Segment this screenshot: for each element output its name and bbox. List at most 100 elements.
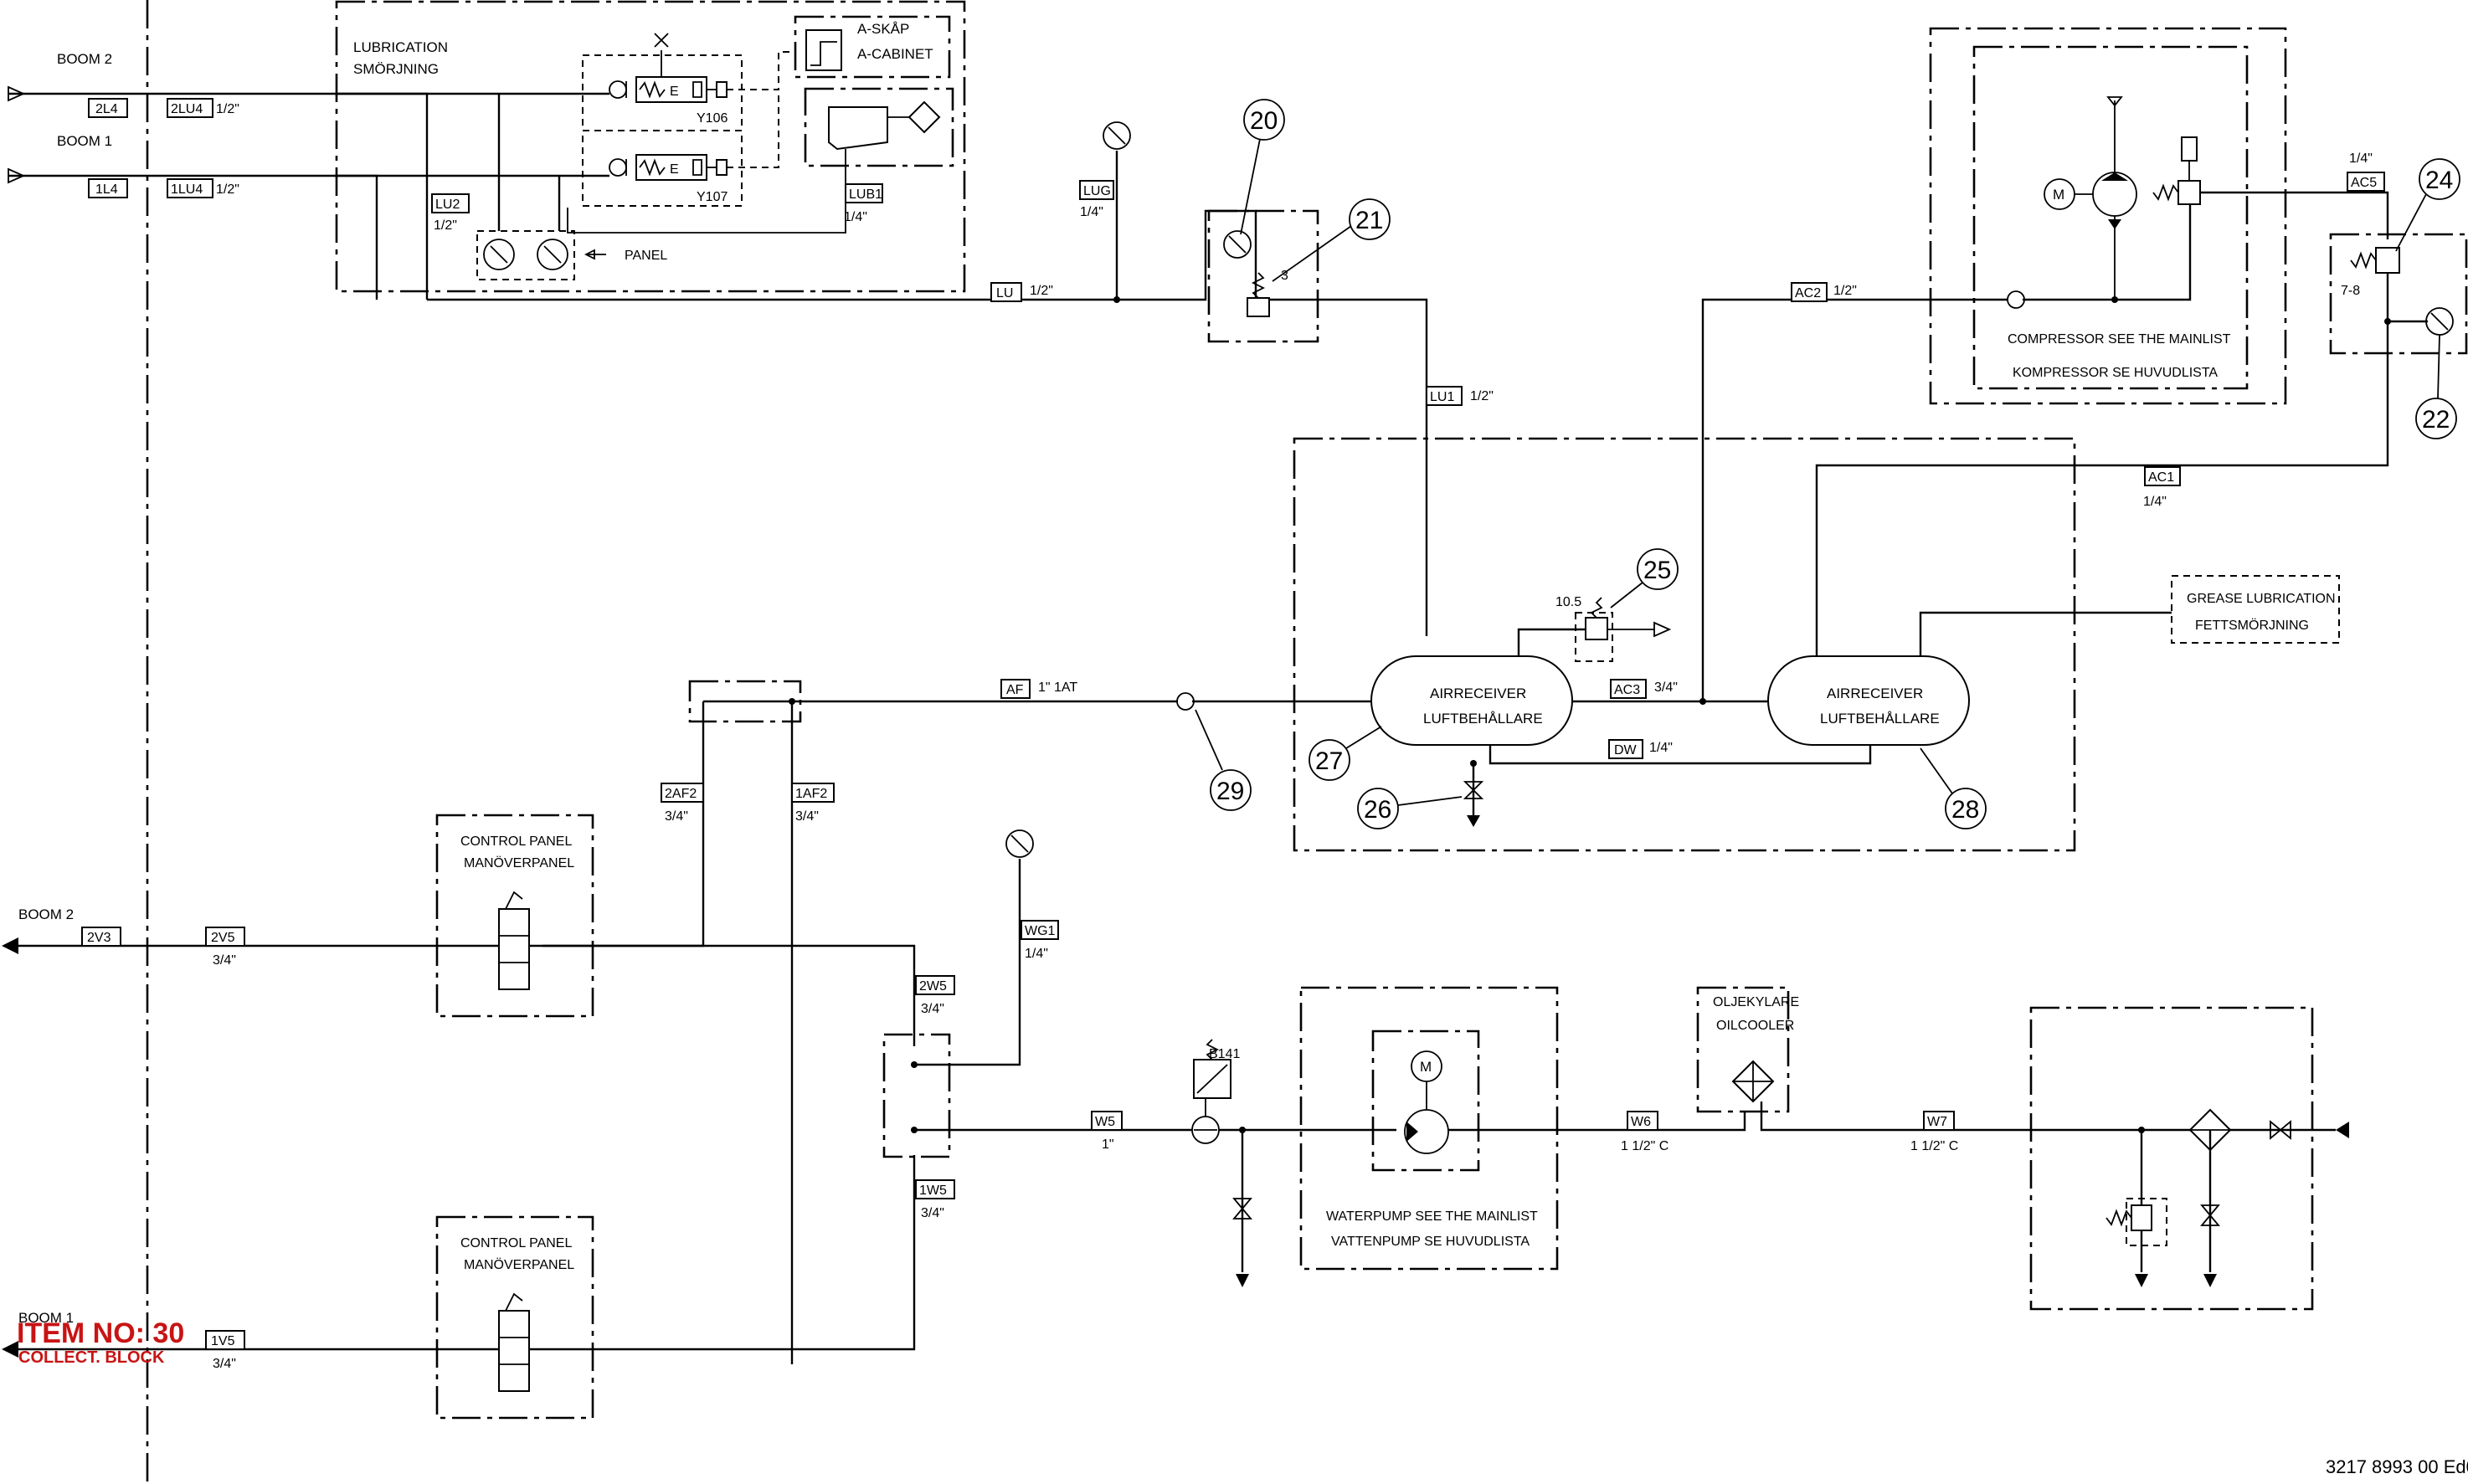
- cabinet-icon: [805, 29, 842, 71]
- gauge-icon: [1005, 829, 1034, 858]
- callout-22: [2415, 398, 2457, 439]
- svg-text:AIRRECEIVER: AIRRECEIVER: [1430, 686, 1526, 701]
- svg-text:KOMPRESSOR SE HUVUDLISTA: KOMPRESSOR SE HUVUDLISTA: [2013, 366, 2218, 380]
- svg-text:24: 24: [2425, 167, 2453, 194]
- tag-1v5: [205, 1330, 245, 1350]
- svg-text:21: 21: [1355, 207, 1383, 234]
- control-panel-bottom: [435, 1215, 594, 1420]
- callout-29: [1210, 769, 1252, 811]
- control-panel-top: [435, 814, 594, 1018]
- svg-text:1V5: 1V5: [211, 1334, 235, 1348]
- gauge-icon: [483, 239, 515, 270]
- svg-text:LU: LU: [996, 286, 1013, 300]
- svg-text:W5: W5: [1095, 1115, 1115, 1129]
- tag-lug: [1079, 180, 1114, 200]
- svg-text:1W5: 1W5: [919, 1184, 947, 1198]
- tag-w6: [1627, 1111, 1658, 1131]
- svg-text:AC5: AC5: [2351, 176, 2377, 190]
- drain-valve-icon: [1463, 781, 1484, 799]
- svg-text:GREASE LUBRICATION: GREASE LUBRICATION: [2187, 592, 2336, 606]
- solenoid-valve-y107: [635, 154, 707, 181]
- svg-text:1/2": 1/2": [1470, 389, 1494, 403]
- svg-text:COMPRESSOR SEE THE MAINLIST: COMPRESSOR SEE THE MAINLIST: [2008, 332, 2231, 347]
- a-cabinet-box: [794, 15, 951, 79]
- callout-25: [1637, 548, 1679, 590]
- svg-text:1/2": 1/2": [1833, 284, 1857, 298]
- svg-text:20: 20: [1250, 107, 1278, 135]
- svg-text:3/4": 3/4": [665, 809, 688, 824]
- svg-text:LU1: LU1: [1430, 390, 1454, 404]
- svg-text:E: E: [670, 162, 679, 177]
- drain-valve-icon: [1232, 1198, 1252, 1220]
- lube-tank-icon: [828, 106, 888, 151]
- gauge-icon: [1103, 121, 1131, 150]
- tag-2lu4: [167, 98, 213, 118]
- tag-2af2: [661, 783, 704, 803]
- boom1-label-bottom: BOOM 1: [18, 1310, 74, 1326]
- arrow-boom2-mid: [2, 937, 18, 954]
- svg-text:MANÖVERPANEL: MANÖVERPANEL: [464, 1257, 574, 1272]
- svg-text:1/4": 1/4": [1025, 947, 1048, 961]
- svg-text:29: 29: [1216, 778, 1244, 805]
- svg-text:1" 1AT: 1" 1AT: [1038, 680, 1077, 695]
- lubrication-title-sv: SMÖRJNING: [353, 61, 439, 77]
- svg-text:E: E: [670, 85, 679, 99]
- filter-icon: [908, 100, 941, 134]
- item-subtitle: COLLECT. BLOCK: [18, 1348, 165, 1367]
- svg-text:3/4": 3/4": [1654, 680, 1678, 695]
- tag-dw: [1608, 739, 1643, 759]
- svg-text:M: M: [2053, 187, 2064, 203]
- svg-text:3/4": 3/4": [921, 1206, 944, 1220]
- svg-text:1LU4: 1LU4: [171, 182, 203, 197]
- svg-text:28: 28: [1951, 796, 1979, 824]
- svg-text:DW: DW: [1614, 743, 1638, 757]
- tag-2v5: [205, 927, 245, 947]
- tag-ac5: [2347, 172, 2385, 192]
- svg-text:OILCOOLER: OILCOOLER: [1716, 1019, 1794, 1033]
- tag-wg1: [1021, 920, 1059, 940]
- svg-text:1/4": 1/4": [2143, 495, 2167, 509]
- svg-text:WATERPUMP SEE THE MAINLIST: WATERPUMP SEE THE MAINLIST: [1326, 1209, 1538, 1224]
- tag-lub1: [845, 183, 883, 203]
- svg-text:LUB1: LUB1: [849, 187, 882, 202]
- tag-lu2: [431, 193, 470, 213]
- waterpump-box: [1299, 986, 1559, 1271]
- svg-text:AC3: AC3: [1614, 683, 1640, 697]
- check-valve-icon: [1176, 692, 1195, 711]
- svg-text:25: 25: [1643, 557, 1671, 584]
- check-valve-icon: [609, 158, 627, 177]
- svg-text:1L4: 1L4: [95, 182, 118, 197]
- arrow-boom2-top: [8, 85, 26, 102]
- svg-text:CONTROL PANEL: CONTROL PANEL: [460, 1236, 572, 1250]
- svg-text:7-8: 7-8: [2341, 284, 2360, 298]
- callout-27: [1309, 739, 1350, 781]
- callout-26: [1357, 788, 1399, 829]
- relief-valve-icon: [2131, 1204, 2152, 1231]
- callout-21: [1349, 198, 1391, 240]
- svg-text:1/2": 1/2": [216, 182, 239, 197]
- svg-text:1/4": 1/4": [844, 210, 867, 224]
- solenoid-valve-y106: [635, 76, 707, 103]
- valve-box-20-21: [1207, 209, 1319, 343]
- boom1-label-top: BOOM 1: [57, 133, 112, 149]
- signal-icon: [810, 41, 837, 66]
- tag-2w5: [915, 975, 955, 995]
- water-pump-icon: [1404, 1109, 1449, 1154]
- unloader-valve-icon: [2177, 180, 2201, 205]
- arrow-boom1-top: [8, 167, 26, 184]
- tag-1w5: [915, 1179, 955, 1199]
- oilcooler-box: [1696, 986, 1790, 1113]
- tag-2l4: [88, 98, 128, 118]
- relief-valve-icon: [1247, 297, 1270, 317]
- valve-box-24-22: [2329, 233, 2468, 355]
- af-junction-box: [688, 680, 802, 723]
- close-icon: [654, 33, 669, 77]
- svg-text:AC2: AC2: [1795, 286, 1821, 300]
- svg-text:2L4: 2L4: [95, 102, 118, 116]
- receiver-box: [1293, 437, 2076, 852]
- svg-text:22: 22: [2422, 406, 2450, 434]
- pressure-relief-box: [2126, 1198, 2167, 1246]
- svg-text:B141: B141: [1209, 1047, 1240, 1061]
- svg-text:10.5: 10.5: [1555, 595, 1581, 609]
- svg-text:3/4": 3/4": [213, 1357, 236, 1371]
